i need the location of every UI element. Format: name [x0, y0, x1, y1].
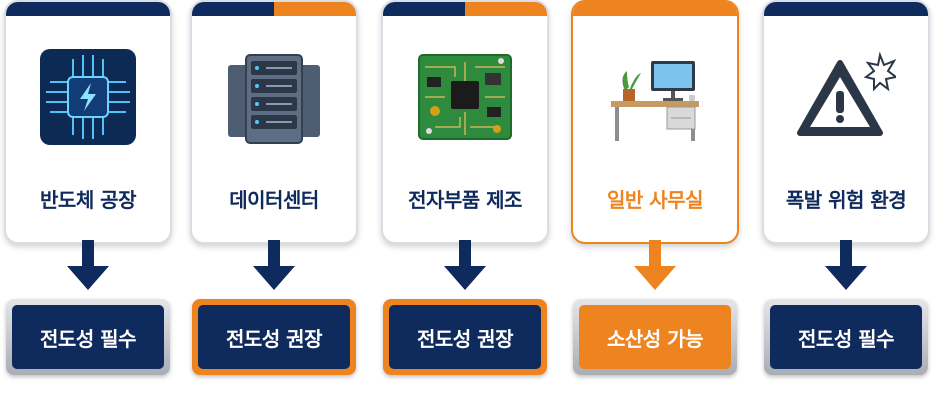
- arrow-down-icon: [634, 240, 676, 290]
- requirement-badge: 소산성 가능: [573, 299, 737, 375]
- arrow-down-icon: [67, 240, 109, 290]
- card-top-bar: [573, 2, 737, 16]
- requirement-text: 전도성 필수: [770, 305, 922, 369]
- requirement-text: 전도성 권장: [389, 305, 541, 369]
- category-label: 전자부품 제조: [408, 188, 522, 212]
- category-label: 폭발 위험 환경: [785, 188, 907, 212]
- office-desk-icon: [605, 47, 705, 147]
- circuit-board-icon: [415, 47, 515, 147]
- requirement-badge: 전도성 권장: [383, 299, 547, 375]
- server-rack-icon: [224, 47, 324, 147]
- category-card: 전자부품 제조: [381, 0, 549, 244]
- card-top-bar: [6, 2, 170, 16]
- requirement-text: 소산성 가능: [579, 305, 731, 369]
- requirement-text: 전도성 권장: [198, 305, 350, 369]
- category-column: 폭발 위험 환경 전도성 필수: [762, 0, 930, 407]
- card-top-bar: [383, 2, 465, 16]
- semiconductor-chip-icon: [38, 47, 138, 147]
- category-card: 반도체 공장: [4, 0, 172, 244]
- card-top-bar: [192, 2, 274, 16]
- card-top-bar-accent: [274, 2, 356, 16]
- requirement-badge: 전도성 권장: [192, 299, 356, 375]
- category-column: 전자부품 제조 전도성 권장: [381, 0, 549, 407]
- arrow-down-icon: [253, 240, 295, 290]
- requirement-badge: 전도성 필수: [6, 299, 170, 375]
- requirement-text: 전도성 필수: [12, 305, 164, 369]
- category-label: 데이터센터: [229, 188, 319, 212]
- category-column: 일반 사무실 소산성 가능: [571, 0, 739, 407]
- card-top-bar-accent: [465, 2, 547, 16]
- category-column: 반도체 공장 전도성 필수: [4, 0, 172, 407]
- category-card: 폭발 위험 환경: [762, 0, 930, 244]
- warning-explosion-icon: [796, 47, 896, 147]
- arrow-down-icon: [825, 240, 867, 290]
- category-card: 일반 사무실: [571, 0, 739, 244]
- arrow-down-icon: [444, 240, 486, 290]
- category-label: 반도체 공장: [40, 188, 136, 212]
- requirement-badge: 전도성 필수: [764, 299, 928, 375]
- category-column: 데이터센터 전도성 권장: [190, 0, 358, 407]
- card-top-bar: [764, 2, 928, 16]
- category-label: 일반 사무실: [607, 188, 703, 212]
- category-card: 데이터센터: [190, 0, 358, 244]
